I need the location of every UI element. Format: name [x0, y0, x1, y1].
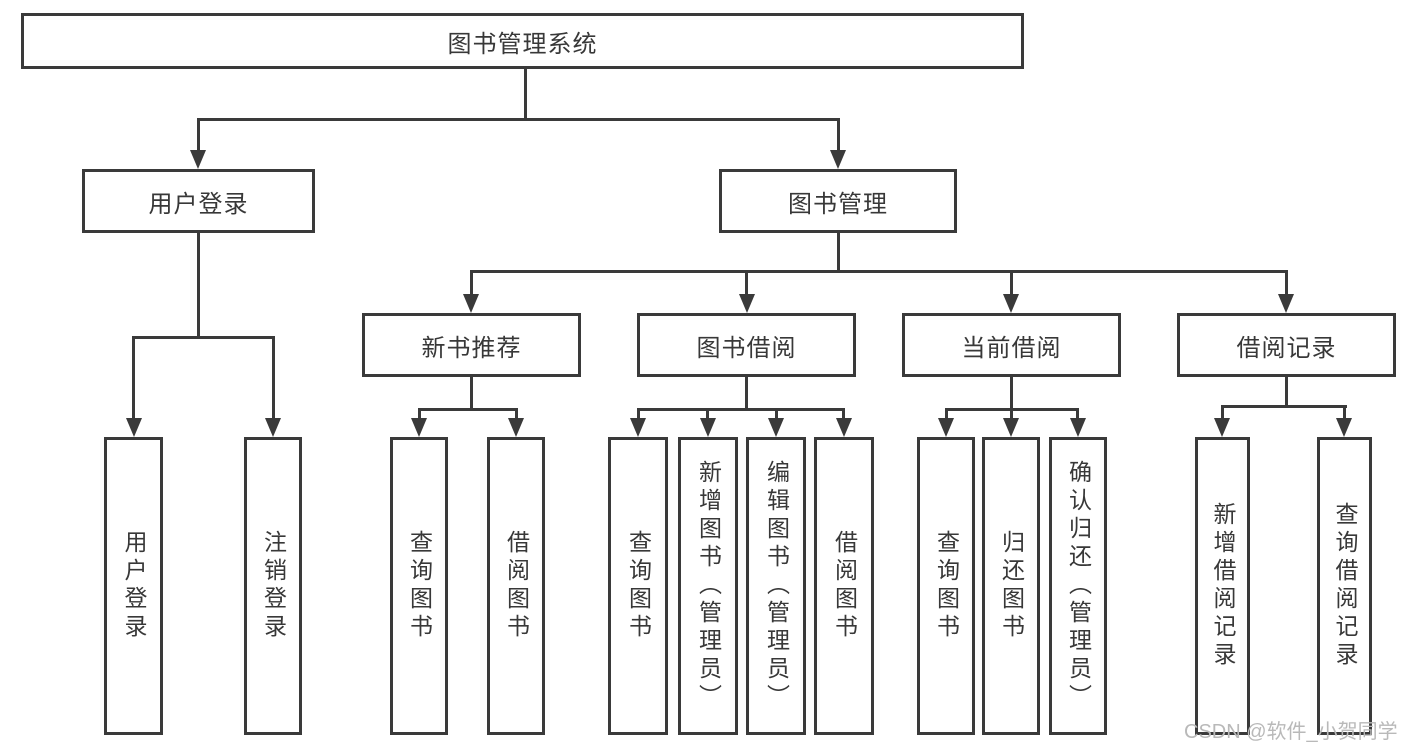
connector-line — [515, 408, 518, 420]
connector-line — [197, 118, 840, 121]
connector-line — [945, 408, 948, 420]
arrowhead-down-icon — [463, 294, 479, 313]
node-book-borrow-label: 图书借阅 — [696, 334, 797, 362]
leaf-confirm-return-admin: 确认归还（管理员） — [1049, 437, 1107, 735]
leaf-add-borrow-record: 新增借阅记录 — [1195, 437, 1250, 735]
connector-line — [837, 118, 840, 152]
arrowhead-down-icon — [126, 418, 142, 437]
arrowhead-down-icon — [508, 418, 524, 437]
connector-line — [132, 336, 275, 339]
leaf-logout-label: 注销登录 — [260, 530, 287, 642]
arrowhead-down-icon — [836, 418, 852, 437]
leaf-query-books-recommend: 查询图书 — [390, 437, 448, 735]
leaf-query-books-current-label: 查询图书 — [933, 530, 960, 642]
arrowhead-down-icon — [630, 418, 646, 437]
leaf-borrow-books: 借阅图书 — [814, 437, 874, 735]
connector-line — [132, 336, 135, 418]
connector-line — [745, 377, 748, 408]
connector-line — [197, 233, 200, 336]
connector-line — [1010, 377, 1013, 408]
node-new-book-recommend: 新书推荐 — [362, 313, 581, 377]
connector-line — [637, 408, 640, 420]
leaf-query-books-current: 查询图书 — [917, 437, 975, 735]
connector-line — [418, 408, 421, 420]
leaf-borrow-books-label: 借阅图书 — [831, 530, 858, 642]
connector-line — [637, 408, 845, 411]
connector-line — [470, 377, 473, 408]
leaf-return-books: 归还图书 — [982, 437, 1040, 735]
node-current-borrow-label: 当前借阅 — [961, 334, 1062, 362]
node-user-login-label: 用户登录 — [148, 190, 249, 218]
arrowhead-down-icon — [1003, 294, 1019, 313]
connector-line — [272, 336, 275, 418]
connector-line — [1221, 405, 1224, 420]
connector-line — [837, 233, 840, 270]
leaf-add-borrow-record-label: 新增借阅记录 — [1210, 502, 1236, 670]
leaf-add-books-admin: 新增图书（管理员） — [678, 437, 738, 735]
connector-line — [1221, 405, 1347, 408]
node-user-login: 用户登录 — [82, 169, 315, 233]
leaf-return-books-label: 归还图书 — [998, 530, 1025, 642]
arrowhead-down-icon — [190, 150, 206, 169]
connector-line — [1343, 405, 1346, 420]
arrowhead-down-icon — [1336, 418, 1352, 437]
leaf-user-login: 用户登录 — [104, 437, 163, 735]
leaf-borrow-books-recommend: 借阅图书 — [487, 437, 545, 735]
arrowhead-down-icon — [938, 418, 954, 437]
leaf-query-books-borrow-label: 查询图书 — [625, 530, 652, 642]
leaf-add-books-admin-label: 新增图书（管理员） — [695, 460, 722, 712]
node-current-borrow: 当前借阅 — [902, 313, 1121, 377]
node-book-management: 图书管理 — [719, 169, 957, 233]
connector-line — [1076, 408, 1079, 420]
connector-line — [706, 408, 709, 420]
arrowhead-down-icon — [411, 418, 427, 437]
connector-line — [1285, 270, 1288, 294]
csdn-watermark: CSDN @软件_小贺同学 — [1184, 721, 1398, 743]
leaf-edit-books-admin-label: 编辑图书（管理员） — [763, 460, 790, 712]
connector-line — [418, 408, 518, 411]
arrowhead-down-icon — [1003, 418, 1019, 437]
arrowhead-down-icon — [1278, 294, 1294, 313]
node-book-management-label: 图书管理 — [788, 190, 888, 218]
leaf-confirm-return-admin-label: 确认归还（管理员） — [1065, 460, 1092, 712]
node-borrow-records: 借阅记录 — [1177, 313, 1396, 377]
connector-line — [470, 270, 1288, 273]
arrowhead-down-icon — [768, 418, 784, 437]
connector-line — [775, 408, 778, 420]
leaf-logout: 注销登录 — [244, 437, 302, 735]
leaf-query-borrow-record: 查询借阅记录 — [1317, 437, 1372, 735]
leaf-query-borrow-record-label: 查询借阅记录 — [1332, 502, 1358, 670]
arrowhead-down-icon — [1214, 418, 1230, 437]
arrowhead-down-icon — [830, 150, 846, 169]
node-root: 图书管理系统 — [21, 13, 1024, 69]
connector-line — [1285, 377, 1288, 405]
connector-line — [197, 118, 200, 152]
connector-line — [1010, 408, 1013, 420]
leaf-edit-books-admin: 编辑图书（管理员） — [746, 437, 806, 735]
leaf-borrow-books-recommend-label: 借阅图书 — [503, 530, 530, 642]
arrowhead-down-icon — [700, 418, 716, 437]
node-borrow-records-label: 借阅记录 — [1236, 334, 1337, 362]
node-book-borrow: 图书借阅 — [637, 313, 856, 377]
leaf-user-login-label: 用户登录 — [121, 530, 147, 642]
connector-line — [1010, 270, 1013, 294]
node-root-label: 图书管理系统 — [447, 30, 598, 58]
arrowhead-down-icon — [265, 418, 281, 437]
connector-line — [524, 69, 527, 118]
connector-line — [745, 270, 748, 294]
leaf-query-books-borrow: 查询图书 — [608, 437, 668, 735]
arrowhead-down-icon — [739, 294, 755, 313]
leaf-query-books-recommend-label: 查询图书 — [406, 530, 433, 642]
node-new-book-recommend-label: 新书推荐 — [421, 334, 522, 362]
connector-line — [842, 408, 845, 420]
connector-line — [470, 270, 473, 294]
arrowhead-down-icon — [1070, 418, 1086, 437]
